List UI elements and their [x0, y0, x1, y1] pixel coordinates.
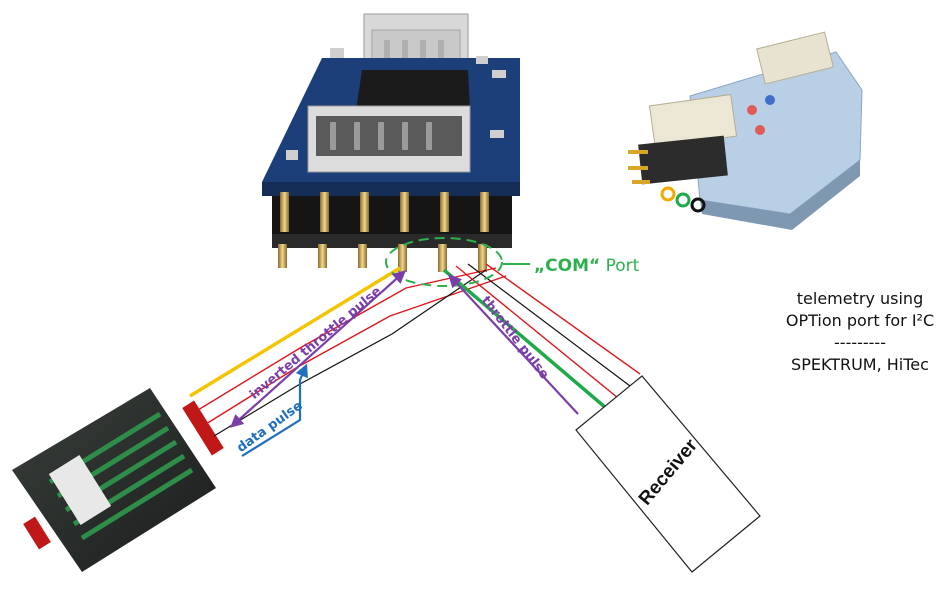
receiver-wires	[442, 263, 641, 410]
telemetry-note-line2: OPTion port for I²C	[785, 311, 935, 330]
inverted-throttle-arrow	[230, 270, 406, 428]
com-module	[262, 13, 520, 272]
com-port-name: „COM“	[534, 256, 600, 276]
pin-marker-rings	[660, 186, 706, 213]
com-port-label: „COM“ Port	[534, 256, 640, 276]
throttle-arrow	[448, 274, 579, 415]
data-pulse-label: data pulse	[234, 398, 305, 456]
throttle-label: throttle pulse	[478, 294, 552, 383]
signal-arrows	[230, 270, 579, 457]
com-port-highlight: „COM“ Port	[385, 237, 640, 287]
esc-wires	[189, 266, 507, 437]
telemetry-note: telemetry using OPTion port for I²C ----…	[770, 288, 949, 376]
inverted-throttle-label: inverted throttle pulse	[247, 284, 385, 403]
telemetry-note-line1: telemetry using	[796, 289, 924, 308]
telemetry-note-divider: ---------	[834, 333, 886, 352]
telemetry-module	[628, 31, 863, 230]
receiver-box: Receiver	[575, 375, 761, 573]
telemetry-note-line3: SPEKTRUM, HiTec	[791, 355, 929, 374]
esc-controller	[12, 388, 224, 572]
com-port-word: Port	[606, 256, 640, 276]
data-pulse-arrow	[241, 363, 308, 457]
